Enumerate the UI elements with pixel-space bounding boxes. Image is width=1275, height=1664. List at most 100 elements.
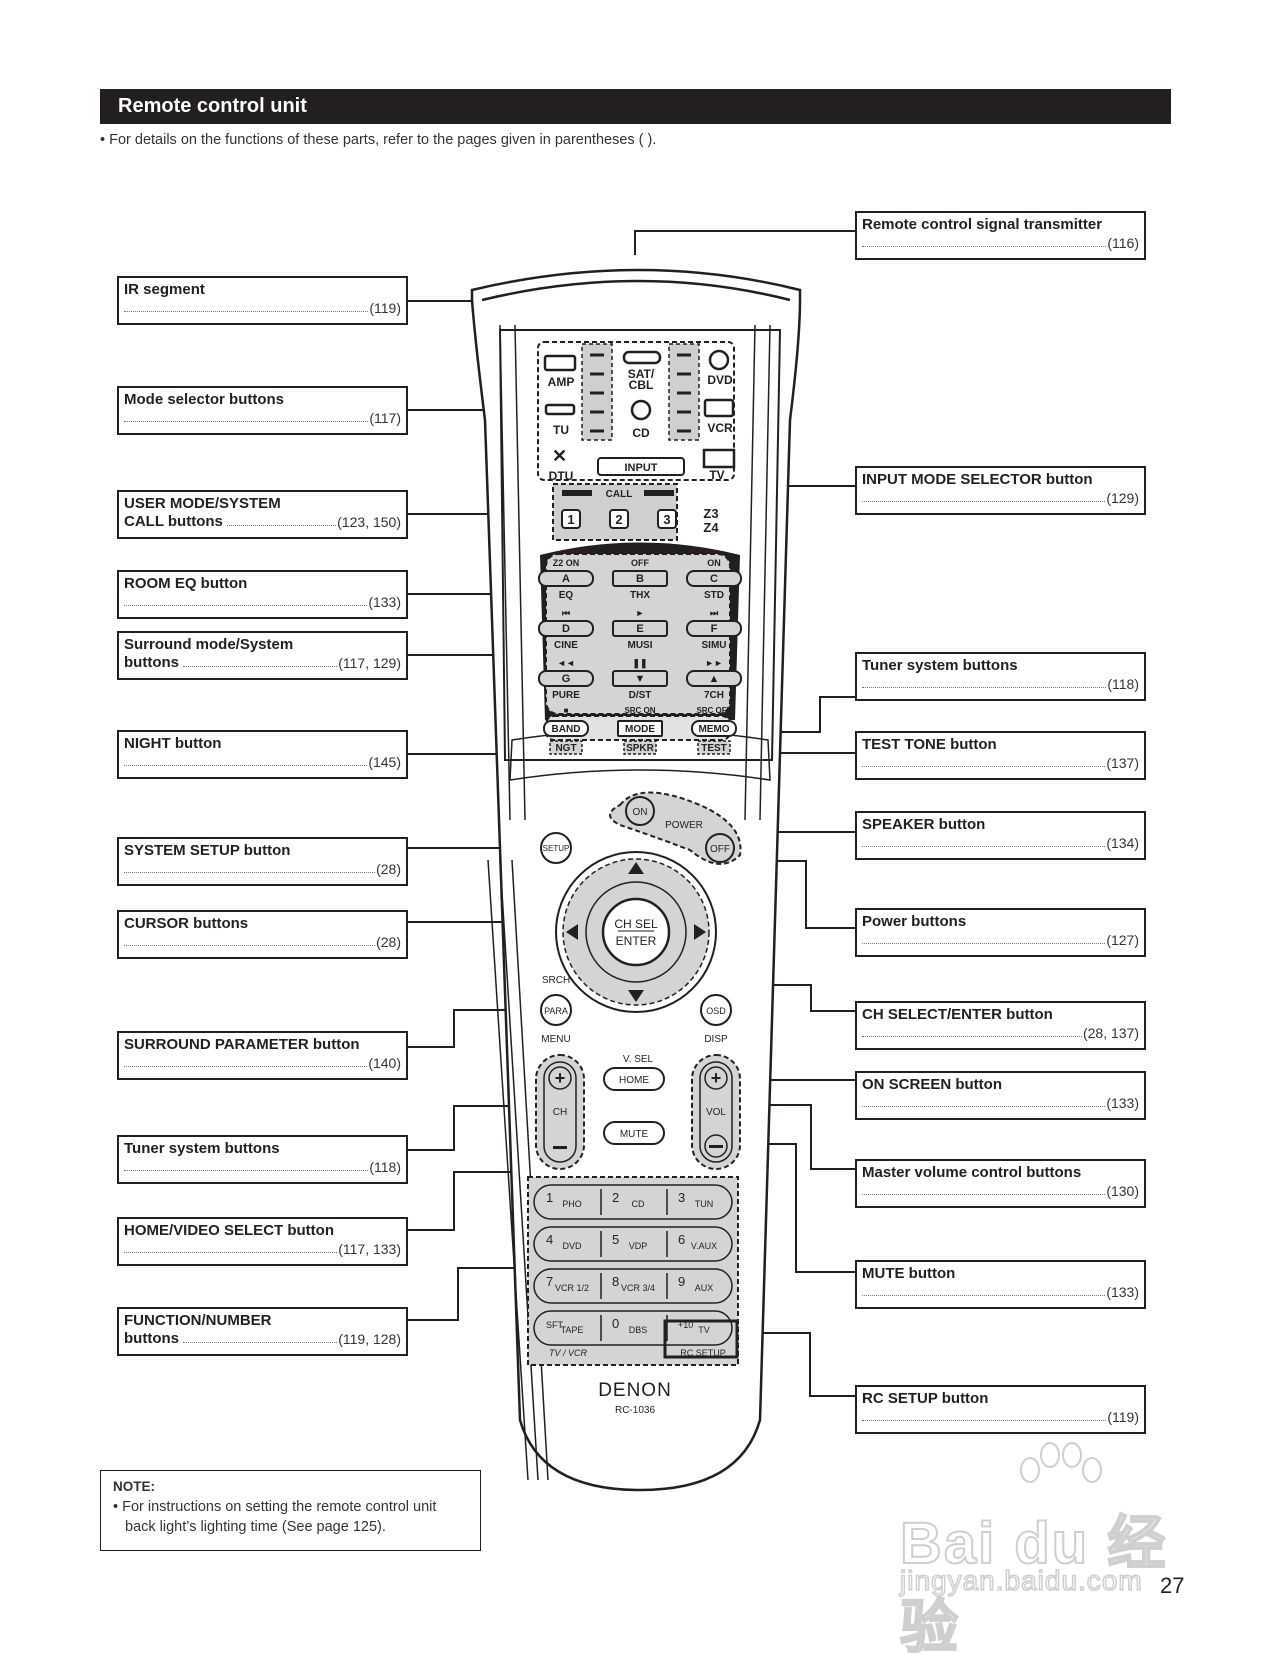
note-text: • For instructions on setting the remote…: [113, 1499, 437, 1535]
leader-para: [408, 1009, 545, 1048]
vol-label: VOL: [706, 1107, 726, 1118]
number-key-digit: 7: [546, 1274, 553, 1289]
osd-button[interactable]: [700, 994, 732, 1026]
callout-surround-parameter: SURROUND PARAMETER button (140): [117, 1031, 408, 1080]
surround-top-label: ⏭: [710, 608, 719, 618]
zone-z4-label: Z4: [703, 520, 719, 535]
surround-key-4[interactable]: [612, 620, 668, 637]
intro-text: • For details on the functions of these …: [100, 132, 657, 148]
tuner-key-memo[interactable]: [691, 720, 737, 737]
mode-dtu-label[interactable]: DTU: [549, 469, 574, 483]
callout-user-mode: USER MODE/SYSTEM CALL buttons(123, 150): [117, 490, 408, 539]
callout-room-eq: ROOM EQ button (133): [117, 570, 408, 619]
vsel-label: V. SEL: [623, 1054, 654, 1065]
power-label: POWER: [665, 820, 703, 831]
number-key-digit: 8: [612, 1274, 619, 1289]
user-mode-3-label: 3: [663, 512, 670, 527]
brand-logo: DENON: [598, 1380, 672, 1401]
key-ngt[interactable]: [549, 740, 583, 755]
surround-key-label: G: [562, 673, 571, 685]
key-test[interactable]: [697, 740, 731, 755]
tuner-key-mode[interactable]: [617, 720, 663, 737]
power-off-label: OFF: [710, 844, 730, 855]
number-key-digit: 4: [546, 1232, 553, 1247]
tuner-key-label: BAND: [552, 724, 581, 735]
mode-amp-label[interactable]: AMP: [548, 375, 575, 389]
surround-key-0[interactable]: [538, 570, 594, 587]
home-label: HOME: [619, 1075, 649, 1086]
power-on-button[interactable]: [625, 796, 655, 826]
surround-key-1[interactable]: [612, 570, 668, 587]
surround-key-2[interactable]: [686, 570, 742, 587]
mute-button[interactable]: [603, 1121, 665, 1145]
number-key-function: VDP: [629, 1241, 648, 1251]
surround-top-label: ⏮: [562, 608, 570, 618]
key-spkr[interactable]: [623, 740, 657, 755]
number-key-digit: 6: [678, 1232, 685, 1247]
mode-vcr-label[interactable]: VCR: [707, 421, 733, 435]
user-mode-1-button[interactable]: [561, 509, 581, 529]
cursor-down-button[interactable]: [628, 990, 644, 1002]
mode-sat-label-1[interactable]: SAT/: [628, 367, 655, 381]
surround-bottom-label: MUSI: [628, 640, 653, 651]
menu-label: MENU: [541, 1034, 570, 1045]
power-off-button[interactable]: [705, 833, 735, 863]
number-key-digit: 2: [612, 1190, 619, 1205]
user-mode-2-button[interactable]: [609, 509, 629, 529]
enter-label-1: CH SEL: [614, 917, 658, 931]
home-button[interactable]: [603, 1067, 665, 1091]
input-button[interactable]: [597, 457, 685, 476]
zone-z3-label: Z3: [703, 506, 718, 521]
number-key-function: TUN: [695, 1199, 714, 1209]
key-label: TEST: [701, 743, 727, 754]
surround-key-6[interactable]: [538, 670, 594, 687]
tuner-key-band[interactable]: [543, 720, 589, 737]
cursor-right-button[interactable]: [694, 924, 706, 940]
callout-on-screen: ON SCREEN button (133): [855, 1071, 1146, 1120]
leader-transmitter: [634, 230, 855, 255]
enter-button[interactable]: [601, 897, 671, 967]
osd-label: OSD: [706, 1006, 726, 1016]
number-key-function: DVD: [562, 1241, 582, 1251]
user-mode-3-button[interactable]: [657, 509, 677, 529]
power-group: ON POWER OFF: [609, 791, 742, 865]
surround-key-5[interactable]: [686, 620, 742, 637]
callout-rc-setup: RC SETUP button (119): [855, 1385, 1146, 1434]
mode-cd-label[interactable]: CD: [632, 426, 650, 440]
callout-system-setup: SYSTEM SETUP button (28): [117, 837, 408, 886]
watermark-main: Bai du 经验: [899, 1510, 1168, 1661]
callout-master-volume: Master volume control buttons (130): [855, 1159, 1146, 1208]
mode-tv-label[interactable]: TV: [709, 468, 724, 482]
cursor-left-button[interactable]: [566, 924, 578, 940]
surround-key-8[interactable]: [686, 670, 742, 687]
para-label: PARA: [544, 1006, 568, 1016]
ch-down-button[interactable]: [553, 1146, 567, 1149]
mode-dvd-label[interactable]: DVD: [707, 373, 733, 387]
rc-setup-highlight: [663, 1319, 739, 1359]
mode-tu-label[interactable]: TU: [553, 423, 569, 437]
setup-button[interactable]: [540, 832, 572, 864]
user-mode-1-label: 1: [567, 512, 574, 527]
surround-key-3[interactable]: [538, 620, 594, 637]
tv-vcr-label: TV / VCR: [549, 1348, 588, 1358]
surround-bottom-label: SIMU: [702, 640, 727, 651]
surround-bottom-label: CINE: [554, 640, 578, 651]
number-row-outline: [533, 1226, 733, 1262]
mode-sat-label-2[interactable]: CBL: [629, 378, 654, 392]
user-mode-2-label: 2: [615, 512, 622, 527]
surround-key-label: A: [562, 573, 570, 585]
para-button[interactable]: [540, 994, 572, 1026]
surround-top-label: ►►: [705, 658, 723, 668]
cursor-up-button[interactable]: [628, 862, 644, 874]
vol-up-button[interactable]: [704, 1066, 728, 1090]
surround-top-label: Z2 ON: [553, 558, 580, 568]
surround-key-7[interactable]: [612, 670, 668, 687]
ch-up-button[interactable]: [548, 1066, 572, 1090]
tuner-top-label: SRC OFF: [696, 706, 731, 715]
call-label: CALL: [606, 489, 633, 500]
callout-home-video-select: HOME/VIDEO SELECT button (117, 133): [117, 1217, 408, 1266]
number-key-digit: SFT: [546, 1320, 564, 1330]
surround-bottom-label: STD: [704, 590, 724, 601]
